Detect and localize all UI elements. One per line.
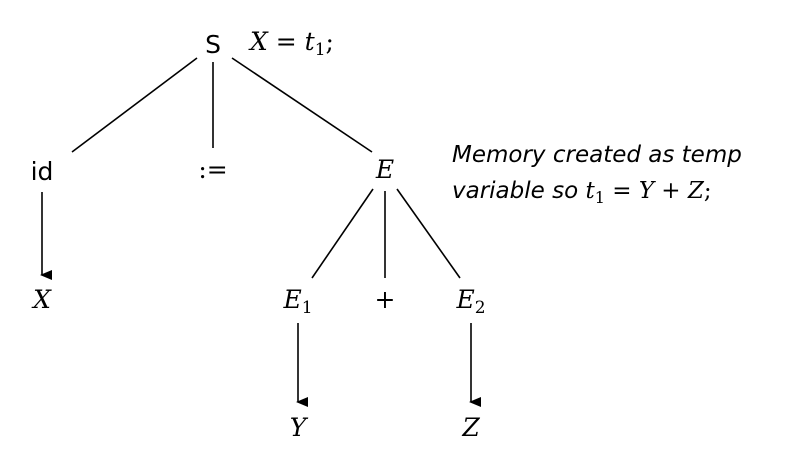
node-X: X	[31, 285, 52, 314]
top-annotation-t: t	[305, 27, 316, 56]
side-annotation-t-sub: 1	[595, 188, 605, 207]
node-E2-sub: 2	[475, 298, 486, 318]
side-annotation-Y: Y	[639, 178, 657, 204]
side-annotation-Z: Z	[687, 178, 705, 204]
top-annotation-eq: =	[268, 27, 305, 56]
node-E2-base: E	[455, 285, 474, 314]
top-annotation-semi: ;	[326, 27, 334, 56]
node-S: S	[205, 30, 221, 59]
edge-S-E	[231, 57, 373, 153]
top-annotation-lhs: X	[248, 27, 269, 56]
edge-S-id	[71, 57, 198, 153]
side-annotation-line2: variable so t1 = Y + Z;	[452, 178, 712, 207]
node-id: id	[31, 157, 54, 186]
side-annotation-eq: =	[605, 178, 639, 204]
node-plus: +	[375, 285, 396, 314]
top-annotation-t-sub: 1	[315, 40, 326, 60]
node-Z: Z	[461, 413, 480, 442]
node-E2: E2	[455, 285, 485, 318]
side-annotation-line1: Memory created as temp	[452, 142, 742, 168]
edge-E-E2	[396, 188, 461, 279]
side-annotation-line2-text: variable so	[452, 178, 585, 204]
node-assign: :=	[198, 155, 227, 184]
node-E1-sub: 1	[302, 298, 313, 318]
top-annotation: X = t1;	[248, 27, 334, 60]
node-E1: E1	[282, 285, 312, 318]
node-E: E	[375, 155, 394, 184]
node-E1-base: E	[282, 285, 301, 314]
node-Y: Y	[290, 413, 309, 442]
edge-E-E1	[311, 188, 374, 279]
side-annotation-t: t	[585, 178, 595, 204]
side-annotation-semi: ;	[704, 178, 712, 204]
side-annotation-plus: +	[654, 178, 688, 204]
